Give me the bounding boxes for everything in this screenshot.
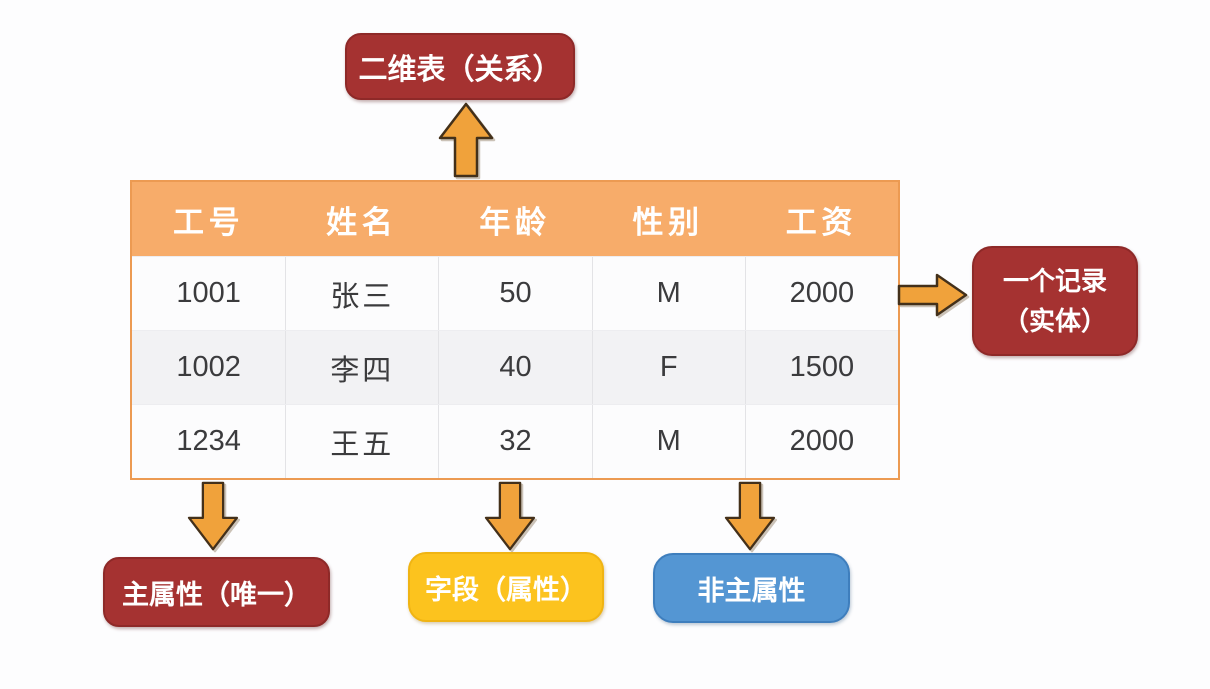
primary-attribute-label-box: 主属性（唯一） xyxy=(103,557,330,627)
block-arrow-down-icon xyxy=(724,481,776,551)
record-label-line1: 一个记录 xyxy=(1002,265,1107,296)
table-cell: 李四 xyxy=(285,331,438,404)
table-cell: 1001 xyxy=(176,277,241,309)
primary-attribute-label: 主属性（唯一） xyxy=(122,579,311,610)
table-header-cell: 性别 xyxy=(632,204,704,240)
table-cell: 40 xyxy=(438,331,591,404)
table-cell: M xyxy=(591,257,745,330)
table-header-cell: 年龄 xyxy=(479,204,551,240)
table-cell: F xyxy=(591,331,745,404)
table-header-row: 工号 姓名 年龄 性别 工资 xyxy=(132,182,898,256)
block-arrow-up-icon xyxy=(438,102,494,178)
table-header-cell: 工资 xyxy=(785,204,858,240)
table-header-cell: 工号 xyxy=(172,204,245,240)
table-header-cell: 姓名 xyxy=(326,204,398,240)
table-cell: 张三 xyxy=(285,257,438,330)
table-cell: 2000 xyxy=(744,257,898,330)
table-row: 1002 李四 40 F 1500 xyxy=(132,330,898,404)
table-cell: 王五 xyxy=(285,405,438,478)
field-attribute-label-box: 字段（属性） xyxy=(408,552,604,622)
relation-label-box: 二维表（关系） xyxy=(345,33,575,100)
table-cell: M xyxy=(591,405,745,478)
table-cell: 1234 xyxy=(176,425,241,457)
table-cell: 1002 xyxy=(176,351,241,383)
record-label-line2: （实体） xyxy=(1002,306,1107,336)
block-arrow-right-icon xyxy=(897,273,968,317)
table-cell: 2000 xyxy=(744,405,898,478)
table-row: 1001 张三 50 M 2000 xyxy=(132,256,898,330)
employee-table: 工号 姓名 年龄 性别 工资 1001 张三 50 M 2000 1002 李四… xyxy=(130,180,900,480)
block-arrow-down-icon xyxy=(484,481,536,551)
non-primary-attribute-label-box: 非主属性 xyxy=(653,553,850,623)
record-label-box: 一个记录 （实体） xyxy=(972,246,1138,356)
table-cell: 1500 xyxy=(744,331,898,404)
relation-label: 二维表（关系） xyxy=(358,53,562,86)
table-row: 1234 王五 32 M 2000 xyxy=(132,404,898,478)
table-cell: 50 xyxy=(438,257,591,330)
field-attribute-label: 字段（属性） xyxy=(425,574,587,605)
record-label: 一个记录 （实体） xyxy=(1003,261,1107,342)
table-cell: 32 xyxy=(438,405,591,478)
block-arrow-down-icon xyxy=(187,481,239,551)
non-primary-attribute-label: 非主属性 xyxy=(697,575,806,606)
